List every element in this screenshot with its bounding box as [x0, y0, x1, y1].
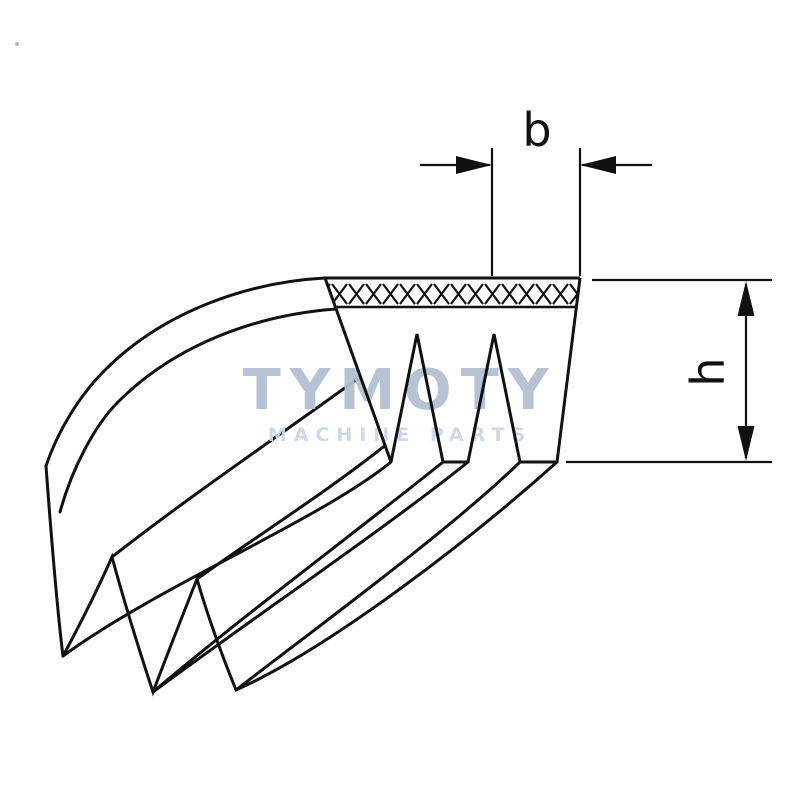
dim-b-left-arrow-icon — [456, 156, 492, 174]
belt-left-edge — [44, 464, 65, 658]
dim-h-up-arrow-icon — [737, 281, 755, 316]
belt-top-inner-curve — [58, 307, 338, 514]
dot-artifact — [15, 42, 19, 46]
belt-face — [325, 278, 580, 462]
belt-body-curves — [44, 276, 559, 697]
belt-face-outline — [323, 276, 582, 464]
belt-right-edge — [555, 277, 582, 463]
rib-edge-curve-4 — [61, 460, 393, 658]
watermark: TYMOTY MACHINE PARTS — [243, 358, 558, 446]
dimension-b: b — [420, 103, 652, 276]
dimension-h-label: h — [681, 357, 735, 386]
dim-b-right-arrow-icon — [580, 156, 616, 174]
belt-bottom-outer-curve — [234, 460, 559, 692]
belt-top-outer-curve — [44, 276, 327, 468]
hatch-band — [326, 279, 579, 307]
watermark-subtitle: MACHINE PARTS — [268, 424, 532, 446]
dimension-b-label: b — [522, 103, 551, 157]
rib-edge-curve-3 — [151, 460, 445, 694]
belt-left-slant-edge — [323, 277, 393, 463]
rib-edge-curve-1 — [234, 460, 522, 692]
belt-rib-profile — [389, 333, 557, 464]
dimension-h: h — [566, 278, 772, 464]
rib-edge-curve-2 — [151, 460, 470, 694]
dim-h-down-arrow-icon — [737, 426, 755, 461]
watermark-title: TYMOTY — [243, 358, 558, 423]
